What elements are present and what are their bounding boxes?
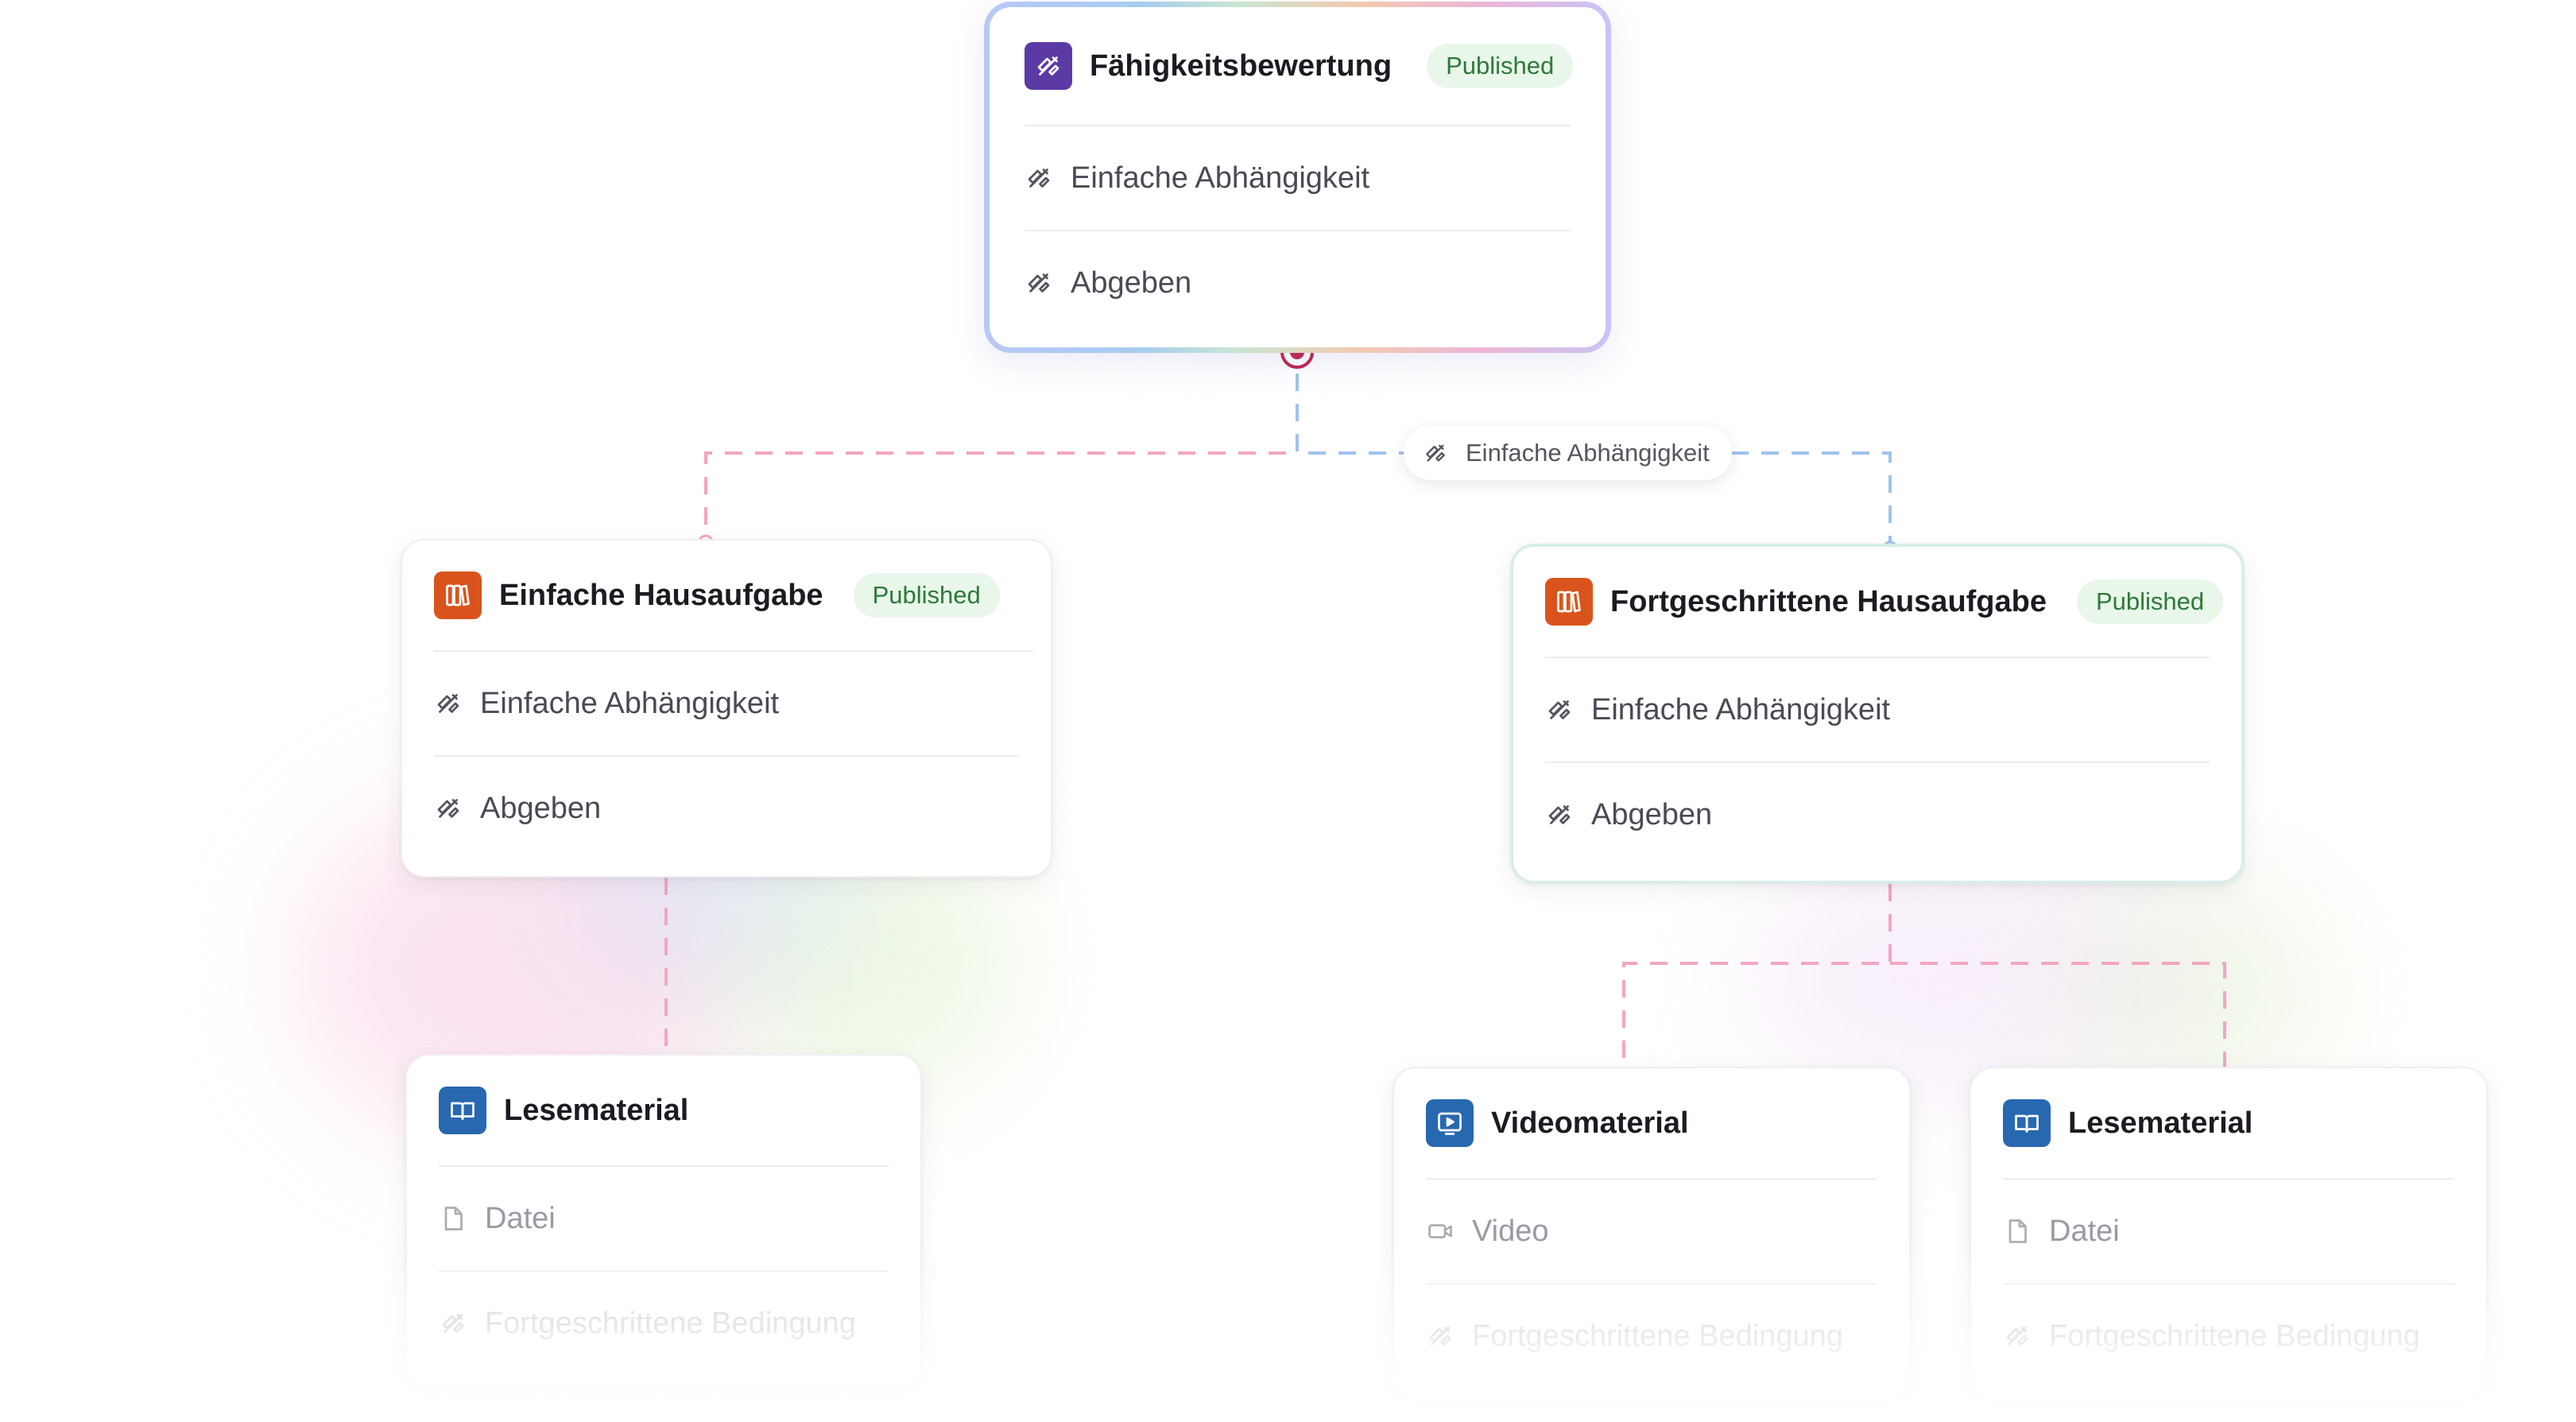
list-item[interactable]: Abgeben [1545, 763, 2210, 866]
dependency-icon [437, 799, 459, 818]
card-header: Einfache Hausaufgabe Published [434, 541, 1033, 652]
list-item-label: Abgeben [1071, 265, 1192, 300]
list-item[interactable]: Fortgeschrittene Bedingung [1426, 1284, 1877, 1388]
status-badge: Published [853, 573, 1000, 618]
video-camera-icon [1428, 1224, 1452, 1238]
list-item[interactable]: Abgeben [1025, 231, 1571, 335]
list-item[interactable]: Einfache Abhängigkeit [1025, 126, 1571, 231]
card-title: Lesematerial [2068, 1106, 2253, 1140]
list-item[interactable]: Fortgeschrittene Bedingung [439, 1272, 889, 1375]
homework-advanced-card[interactable]: Fortgeschrittene Hausaufgabe Published E… [1510, 544, 2245, 884]
card-title: Lesematerial [504, 1093, 689, 1127]
list-item-label: Einfache Abhängigkeit [480, 686, 780, 720]
homework-basic-card[interactable]: Einfache Hausaufgabe Published Einfache … [401, 539, 1052, 878]
dependency-icon [2006, 1327, 2028, 1346]
edge-label-text: Einfache Abhängigkeit [1466, 439, 1710, 467]
skill-assessment-card[interactable]: Fähigkeitsbewertung Published Einfache A… [984, 2, 1611, 353]
list-item[interactable]: Datei [439, 1167, 889, 1272]
homework-book-icon [434, 572, 482, 619]
dependency-icon [1028, 273, 1050, 293]
list-item[interactable]: Abgeben [434, 757, 1019, 860]
card-header: Fähigkeitsbewertung Published [1025, 7, 1574, 126]
skill-assessment-icon [1025, 42, 1072, 90]
edge-homework-advanced-to-video [1622, 884, 1892, 1077]
card-header: Lesematerial [439, 1056, 889, 1167]
edge-label[interactable]: Einfache Abhängigkeit [1404, 426, 1732, 480]
reading-material-card[interactable]: Lesematerial Datei Fortgeschrittene Bedi… [405, 1054, 922, 1388]
dependency-icon [442, 1314, 464, 1333]
homework-book-icon [1545, 578, 1593, 626]
dependency-icon [1028, 169, 1050, 188]
dependency-icon [1426, 444, 1445, 462]
list-item[interactable]: Fortgeschrittene Bedingung [2003, 1284, 2454, 1388]
list-item[interactable]: Video [1426, 1180, 1877, 1284]
list-item-label: Datei [485, 1201, 556, 1235]
reading-material-icon [2003, 1099, 2051, 1147]
list-item-label: Einfache Abhängigkeit [1071, 161, 1370, 195]
list-item-label: Video [1472, 1214, 1549, 1248]
card-header: Videomaterial [1426, 1068, 1877, 1180]
reading-material-icon [439, 1087, 486, 1134]
card-title: Einfache Hausaufgabe [499, 578, 823, 612]
reading-material-card[interactable]: Lesematerial Datei Fortgeschrittene Bedi… [1970, 1067, 2488, 1401]
video-material-icon [1426, 1099, 1474, 1147]
list-item-label: Datei [2049, 1214, 2120, 1248]
status-badge: Published [2077, 579, 2224, 624]
list-item-label: Fortgeschrittene Bedingung [2049, 1319, 2420, 1353]
card-title: Fähigkeitsbewertung [1090, 48, 1393, 83]
list-item-label: Fortgeschrittene Bedingung [485, 1306, 856, 1340]
dependency-icon [1548, 700, 1571, 719]
list-item[interactable]: Einfache Abhängigkeit [434, 652, 1019, 757]
card-title: Fortgeschrittene Hausaufgabe [1610, 584, 2047, 618]
card-header: Fortgeschrittene Hausaufgabe Published [1545, 547, 2224, 658]
list-item-label: Einfache Abhängigkeit [1591, 692, 1891, 726]
card-header: Lesematerial [2003, 1068, 2454, 1180]
video-material-card[interactable]: Videomaterial Video Fortgeschrittene Bed… [1393, 1067, 1911, 1401]
edge-homework-advanced-to-reading [1890, 962, 2226, 1077]
file-icon [2009, 1219, 2027, 1243]
list-item-label: Abgeben [1591, 797, 1713, 831]
dependency-icon [437, 694, 459, 713]
card-title: Videomaterial [1491, 1106, 1689, 1140]
list-item-label: Fortgeschrittene Bedingung [1472, 1319, 1843, 1353]
edge-root-to-homework-basic [704, 374, 1299, 541]
list-item[interactable]: Einfache Abhängigkeit [1545, 658, 2210, 763]
dependency-icon [1429, 1327, 1451, 1346]
dependency-icon [1548, 805, 1571, 824]
list-item[interactable]: Datei [2003, 1180, 2454, 1284]
status-badge: Published [1427, 44, 1574, 88]
list-item-label: Abgeben [480, 791, 602, 825]
file-icon [444, 1207, 463, 1230]
